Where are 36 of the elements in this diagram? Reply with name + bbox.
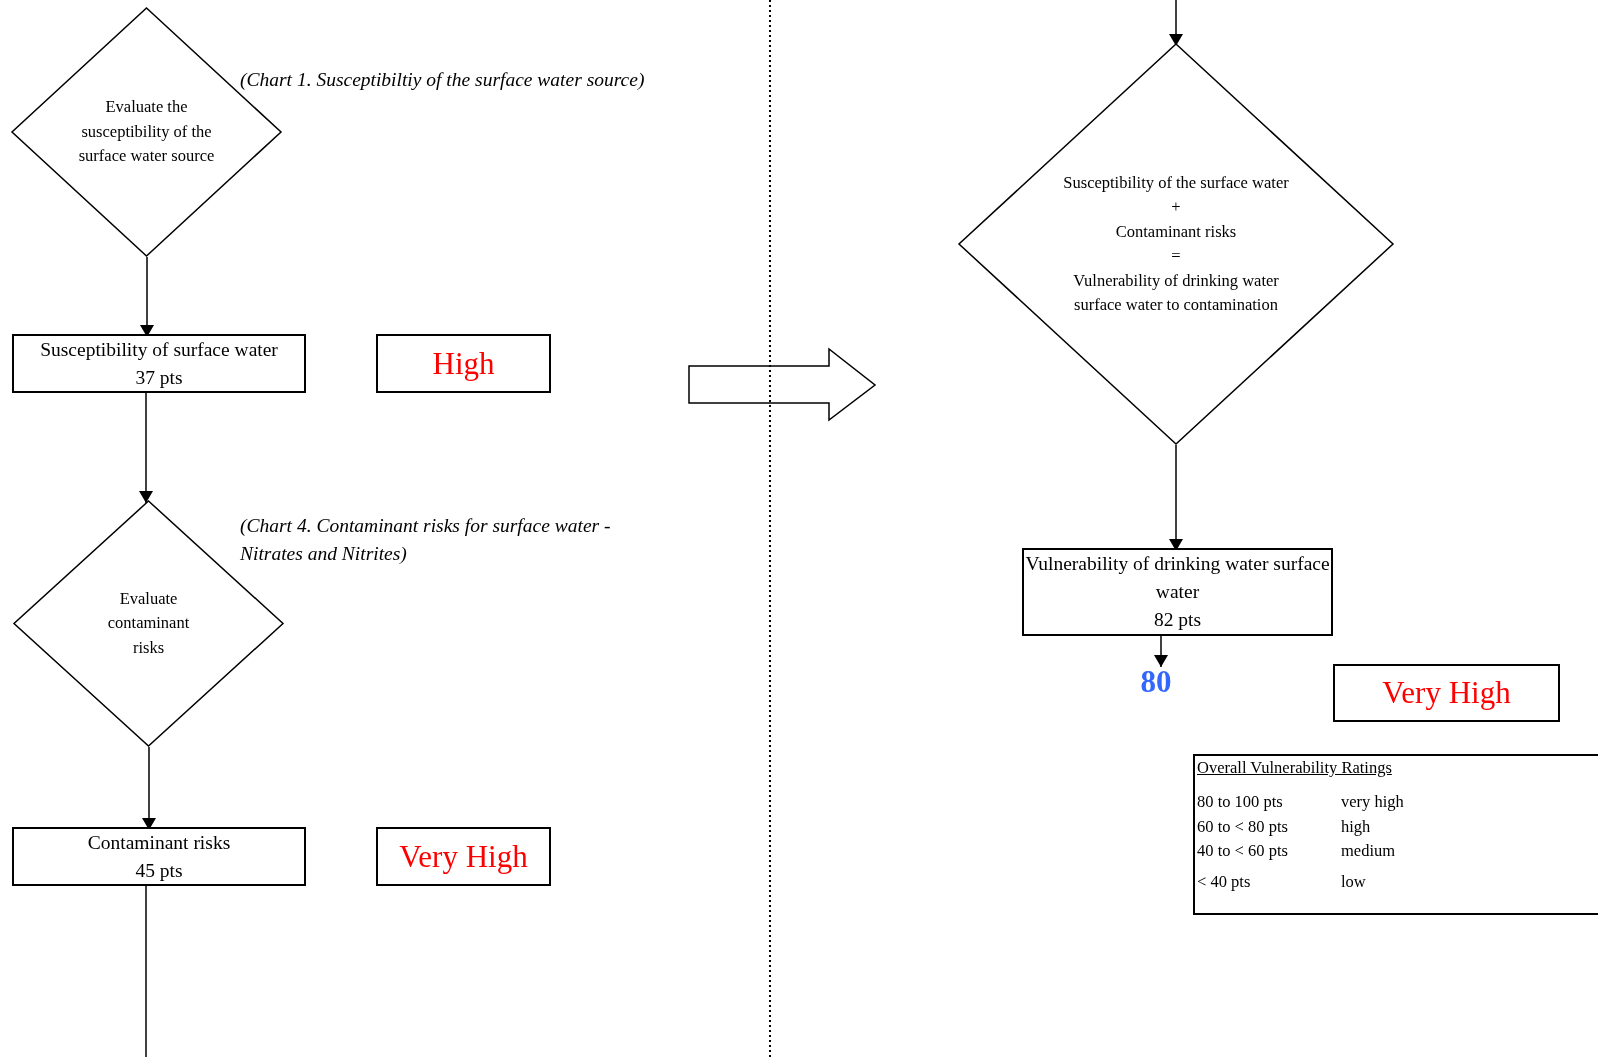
- process-box: [12, 827, 306, 886]
- diamond-text: Contaminant risks: [1115, 220, 1237, 243]
- points-value: 45 pts: [135, 858, 183, 883]
- rating-cell: low: [1341, 872, 1366, 892]
- connector-line: [145, 885, 147, 1057]
- process-box: [12, 334, 306, 393]
- box-title: Contaminant risks: [87, 830, 231, 855]
- score-value: 80: [1126, 664, 1186, 700]
- ratings-table: [1193, 754, 1598, 915]
- table-heading: Overall Vulnerability Ratings: [1197, 758, 1392, 778]
- diamond-text: =: [1171, 245, 1181, 267]
- rating-box: Very High: [376, 827, 551, 886]
- range-cell: < 40 pts: [1197, 872, 1251, 892]
- diamond-text: Evaluate the susceptibility of the surface water source: [77, 96, 216, 168]
- rating-box: Very High: [1333, 664, 1560, 722]
- box-title: Susceptibility of surface water: [40, 337, 278, 362]
- rating-box: High: [376, 334, 551, 393]
- box-title: Vulnerability of drinking water surface water: [1024, 552, 1331, 604]
- rating-cell: high: [1341, 817, 1371, 837]
- chart-reference-note: (Chart 4. Contaminant risks for surface water - Nitrates and Nitrites): [240, 514, 612, 566]
- rating-cell: medium: [1341, 841, 1396, 861]
- points-value: 82 pts: [1153, 608, 1202, 632]
- range-cell: 80 to 100 pts: [1197, 792, 1283, 812]
- arrow: [139, 392, 153, 504]
- arrow: [1154, 635, 1168, 668]
- diamond-text: Evaluate contaminant risks: [106, 587, 191, 659]
- diamond-text: +: [1171, 196, 1181, 218]
- diamond-text: Susceptibility of the surface water: [1063, 171, 1289, 194]
- result-diamond: [958, 43, 1394, 445]
- process-box: [1022, 548, 1333, 636]
- diamond-text: Vulnerability of drinking water surface water to contamination: [1072, 269, 1280, 316]
- chart-reference-note: (Chart 1. Susceptibiltiy of the surface water source): [240, 68, 646, 92]
- range-cell: 60 to < 80 pts: [1197, 817, 1288, 837]
- points-value: 37 pts: [135, 365, 183, 390]
- rating-cell: very high: [1341, 792, 1404, 812]
- range-cell: 40 to < 60 pts: [1197, 841, 1288, 861]
